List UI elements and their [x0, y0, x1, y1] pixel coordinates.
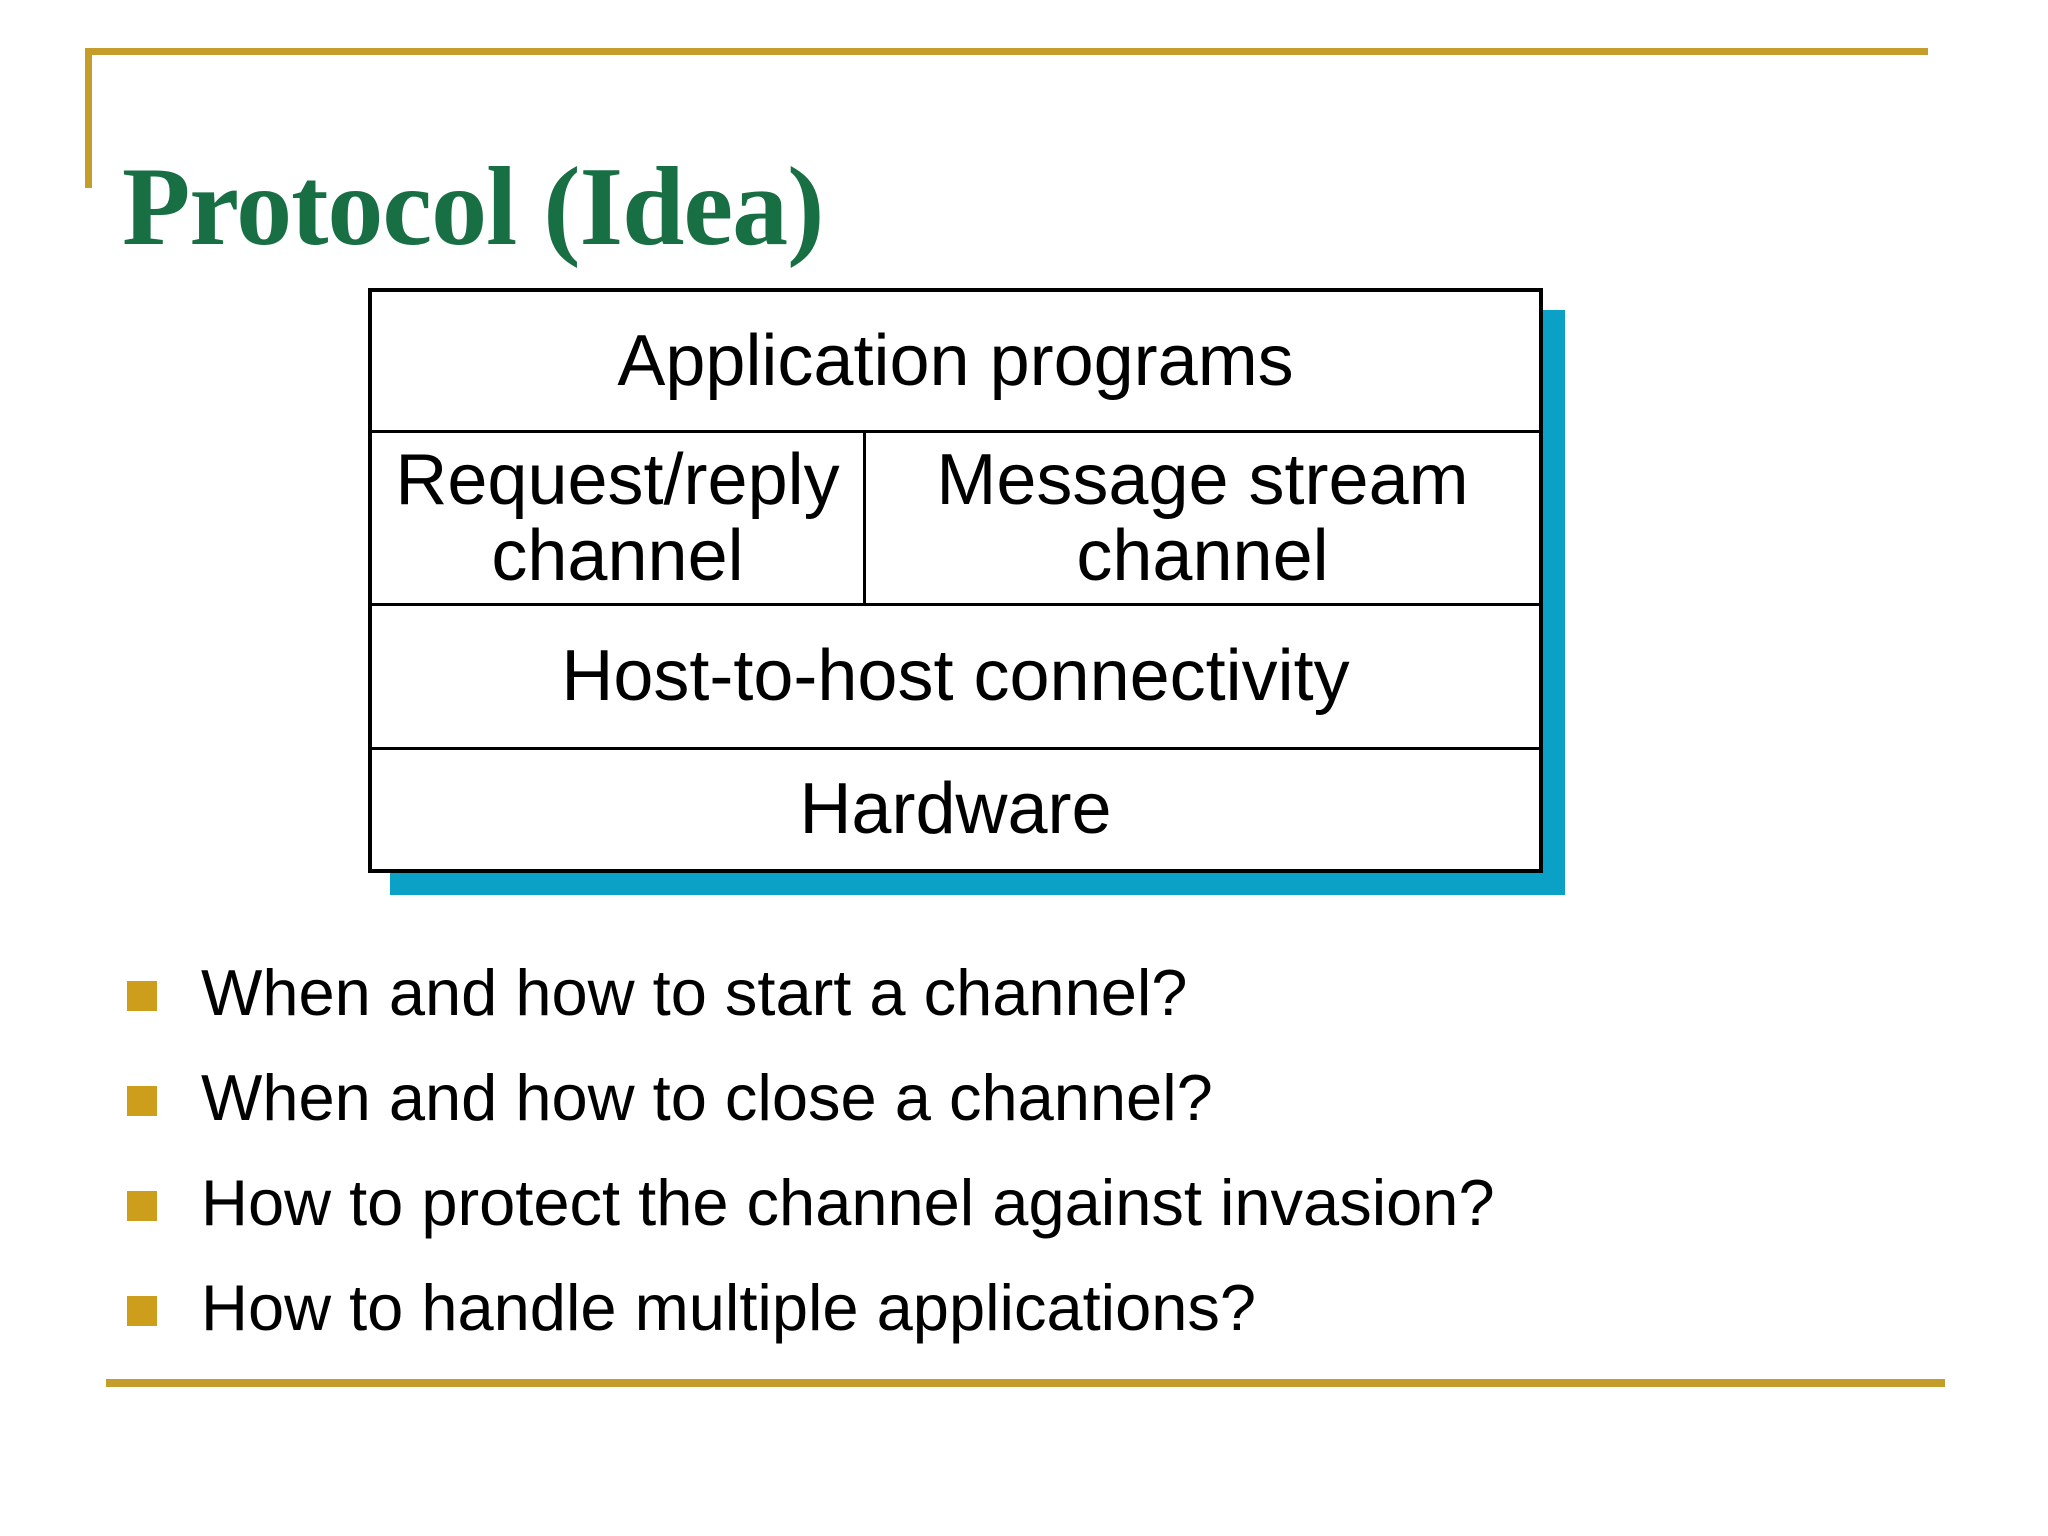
bullet-text: How to handle multiple applications? [201, 1271, 1257, 1344]
footer-rule [106, 1379, 1945, 1387]
diagram-cell-application-programs: Application programs [617, 320, 1294, 401]
diagram-row-application: Application programs [372, 292, 1539, 430]
bullet-item: When and how to start a channel? [127, 943, 1495, 1048]
diagram-box: Application programs Request/reply chann… [368, 288, 1543, 873]
diagram-row-connectivity: Host-to-host connectivity [372, 603, 1539, 747]
diagram-cell-hardware: Hardware [799, 769, 1112, 850]
bullet-item: How to protect the channel against invas… [127, 1153, 1495, 1258]
diagram-cell-request-reply-channel: Request/reply channel [372, 433, 866, 603]
bullet-text: When and how to close a channel? [201, 1061, 1213, 1134]
page-title: Protocol (Idea) [122, 145, 824, 270]
bullet-square-icon [127, 980, 157, 1011]
bullet-square-icon [127, 1085, 157, 1116]
diagram-cell-message-stream-channel: Message stream channel [936, 439, 1469, 596]
bullet-square-icon [127, 1190, 157, 1221]
bullet-text: When and how to start a channel? [201, 956, 1188, 1029]
bullet-square-icon [127, 1295, 157, 1326]
bullet-text: How to protect the channel against invas… [201, 1166, 1495, 1239]
bullet-item: How to handle multiple applications? [127, 1258, 1495, 1363]
diagram-cell-host-to-host-connectivity: Host-to-host connectivity [561, 636, 1350, 717]
header-rule-vertical [85, 48, 92, 188]
diagram-row-channels: Request/reply channel Message stream cha… [372, 430, 1539, 603]
diagram-row-hardware: Hardware [372, 747, 1539, 869]
bullet-item: When and how to close a channel? [127, 1048, 1495, 1153]
bullet-list: When and how to start a channel? When an… [127, 943, 1495, 1363]
header-rule-horizontal [85, 48, 1928, 55]
